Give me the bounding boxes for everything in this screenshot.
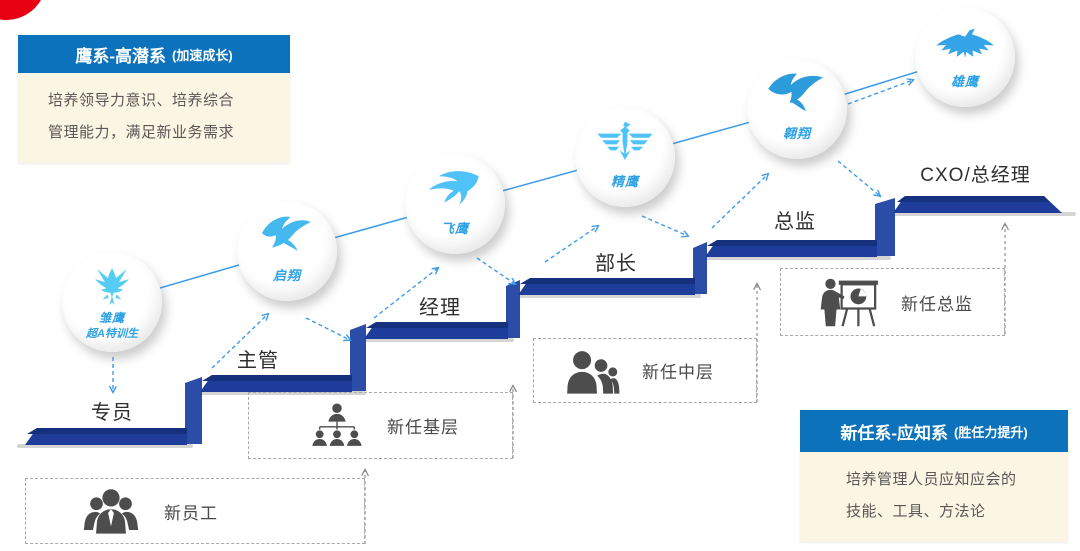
eagle-stage-elite: 精鹰 [575, 107, 675, 207]
program-label: 新任基层 [387, 418, 459, 437]
step-label-manager: 经理 [419, 297, 461, 319]
high-potential-title: 鹰系-高潜系 [75, 46, 166, 66]
eagle-chick-icon [95, 268, 129, 306]
step-label-cxo: CXO/总经理 [920, 165, 1031, 186]
step-label-department-head: 部长 [595, 253, 637, 275]
new-staff-group-icon [83, 489, 139, 534]
new-role-body: 培养管理人员应知应会的 技能、工具、方法论 [800, 452, 1068, 542]
high-potential-body: 培养领导力意识、培养综合 管理能力，满足新业务需求 [18, 73, 290, 163]
step-bars [25, 196, 1062, 445]
high-potential-line-1: 培养领导力意识、培养综合 [48, 92, 235, 109]
three-people-icon [567, 350, 620, 394]
eagle-mighty-icon [936, 28, 994, 58]
step-label-supervisor: 主管 [237, 350, 279, 372]
program-label: 新任中层 [642, 363, 714, 382]
new-role-header: 新任系-应知系 (胜任力提升) [800, 410, 1068, 452]
eagle-label: 翱翔 [782, 126, 811, 141]
high-potential-line-2: 管理能力，满足新业务需求 [48, 124, 235, 141]
program-label: 新任总监 [901, 294, 973, 314]
eagle-stage-chick: 雏鹰 超A特训生 [62, 252, 162, 352]
new-role-subtitle: (胜任力提升) [954, 424, 1028, 440]
step-risers [185, 198, 895, 444]
training-connectors [365, 224, 1005, 544]
eagle-label: 雄鹰 [950, 74, 979, 89]
promotion-arrows [113, 80, 913, 392]
step-label-specialist: 专员 [91, 402, 133, 424]
program-new-staff: 新员工 [25, 478, 365, 544]
eagle-label: 精鹰 [610, 174, 639, 189]
eagle-stage-soaring: 翱翔 [747, 59, 847, 159]
step-label-director: 总监 [774, 211, 816, 233]
eagle-flying-icon [428, 171, 479, 205]
presenter-board-icon [820, 278, 878, 327]
eagle-label: 飞鹰 [440, 221, 469, 236]
program-label: 新员工 [164, 503, 218, 523]
eagle-sublabel: 超A特训生 [86, 328, 138, 340]
eagle-label: 启翔 [272, 268, 301, 283]
eagle-stage-mighty: 雄鹰 [915, 7, 1015, 107]
org-chart-icon [312, 402, 362, 446]
eagle-stage-flying: 飞鹰 [405, 154, 505, 254]
eagle-elite-icon [597, 121, 653, 160]
new-role-info-box: 新任系-应知系 (胜任力提升) 培养管理人员应知应会的 技能、工具、方法论 [800, 410, 1068, 542]
eagle-label: 雏鹰 [98, 311, 125, 325]
program-new-middle: 新任中层 [533, 338, 757, 403]
high-potential-subtitle: (加速成长) [172, 47, 233, 63]
eagle-takeoff-icon [262, 216, 311, 251]
program-new-first-line: 新任基层 [248, 392, 513, 459]
eagle-soaring-icon [768, 73, 824, 112]
high-potential-info-box: 鹰系-高潜系 (加速成长) 培养领导力意识、培养综合 管理能力，满足新业务需求 [18, 35, 290, 163]
new-role-line-2: 技能、工具、方法论 [846, 503, 986, 520]
eagle-stage-takeoff: 启翔 [237, 201, 337, 301]
new-role-line-1: 培养管理人员应知应会的 [846, 471, 1017, 488]
program-new-director: 新任总监 [780, 268, 1005, 336]
new-role-title: 新任系-应知系 [840, 423, 948, 443]
high-potential-header: 鹰系-高潜系 (加速成长) [18, 35, 290, 73]
